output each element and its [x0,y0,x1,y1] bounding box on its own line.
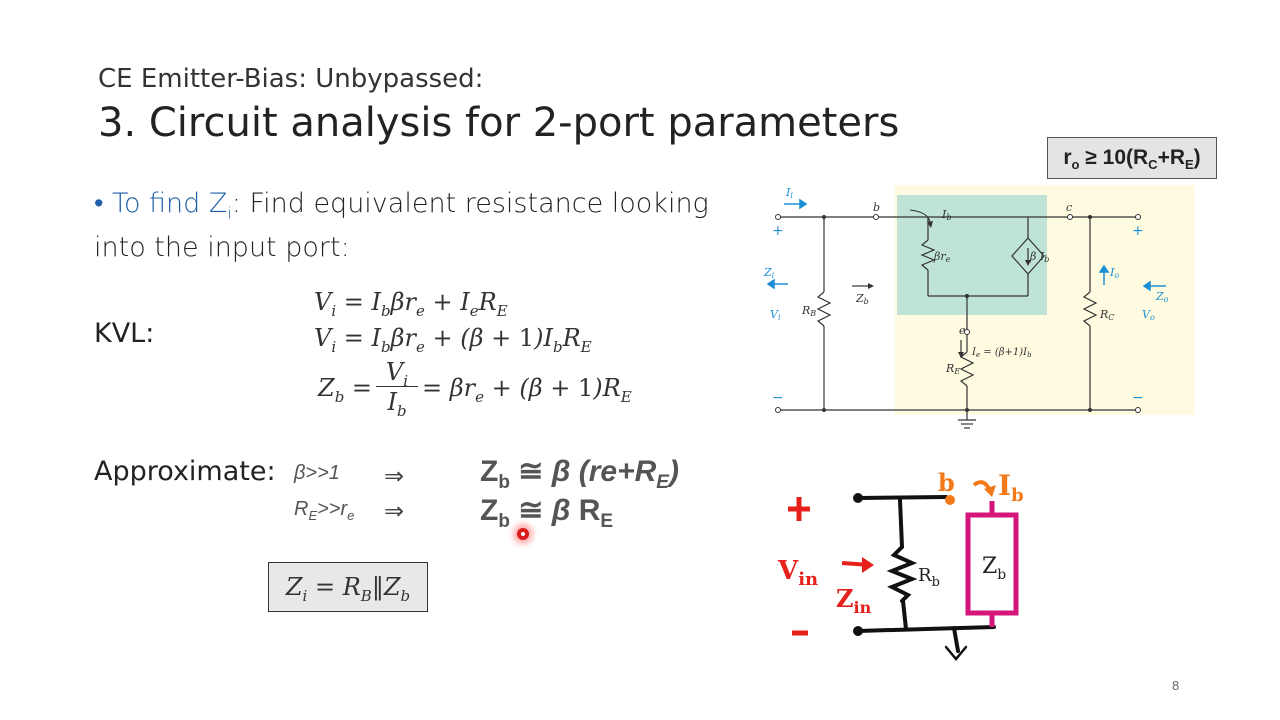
zi-result-formula: Zi = RB‖Zb [285,573,411,605]
circuit-highlight-teal [897,195,1047,315]
implies-arrow-2: ⇒ [384,497,405,525]
slide-subtitle: CE Emitter-Bias: Unbypassed: [98,64,484,94]
bullet-colon: : [231,188,241,219]
svg-text:−: − [772,390,784,406]
condition-beta: β>>1 [294,462,340,484]
kvl-equation-2: Vi = Ibβre + (β + 1)IbRE [314,324,592,356]
svg-text:Vin: Vin [777,556,818,590]
svg-text:c: c [1066,201,1072,214]
svg-text:Vi: Vi [770,308,781,322]
svg-text:Io: Io [1109,266,1119,280]
kvl-label: KVL: [94,318,155,349]
bullet-text: Find equivalent resistance looking into … [94,188,709,264]
bullet-find-zi: • To find Zi: Find equivalent resistance… [94,186,714,265]
svg-text:Zi: Zi [763,266,775,280]
svg-text:−: − [1132,390,1144,406]
approximate-label: Approximate: [94,456,276,487]
svg-text:Ie = (β+1)Ib: Ie = (β+1)Ib [971,347,1032,359]
handdrawn-zin-sketch: b Ib Vin Zin Rb Zb [777,468,1024,661]
ce-emitter-bias-circuit-diagram: Ii b Ib βre β Ib c Zi Vi Zb RB e Ie = (β… [763,185,1195,429]
condition-re: RE>>re [294,498,355,523]
svg-text:Rb: Rb [918,565,940,590]
zi-result-box: Zi = RB‖Zb [268,562,428,612]
approx-result-1: Zb ≅ β (re+RE) [480,455,679,493]
slide-title: 3. Circuit analysis for 2-port parameter… [98,100,900,146]
kvl-equation-1: Vi = Ibβre + IeRE [314,288,508,320]
svg-text:Zb: Zb [855,292,869,306]
svg-text:Zb: Zb [982,554,1006,583]
page-number: 8 [1172,678,1180,693]
svg-text:e: e [959,324,966,337]
bullet-highlight-sub: i [227,203,232,223]
svg-text:+: + [772,223,784,239]
svg-text:b: b [938,468,955,497]
laser-pointer-cursor [517,528,529,540]
ro-condition-box: ro ≥ 10(RC+RE) [1047,137,1217,179]
svg-text:RB: RB [801,304,816,318]
svg-text:Zin: Zin [836,584,872,617]
bullet-marker: • [94,188,104,219]
implies-arrow-1: ⇒ [384,462,405,490]
bullet-highlight: To find Z [112,188,228,219]
svg-text:Ib: Ib [998,469,1024,506]
approx-result-2: Zb ≅ β RE [480,494,614,532]
svg-text:+: + [1132,223,1144,239]
svg-text:Ii: Ii [785,186,793,200]
svg-text:Ib: Ib [941,208,951,222]
svg-text:b: b [873,201,880,214]
